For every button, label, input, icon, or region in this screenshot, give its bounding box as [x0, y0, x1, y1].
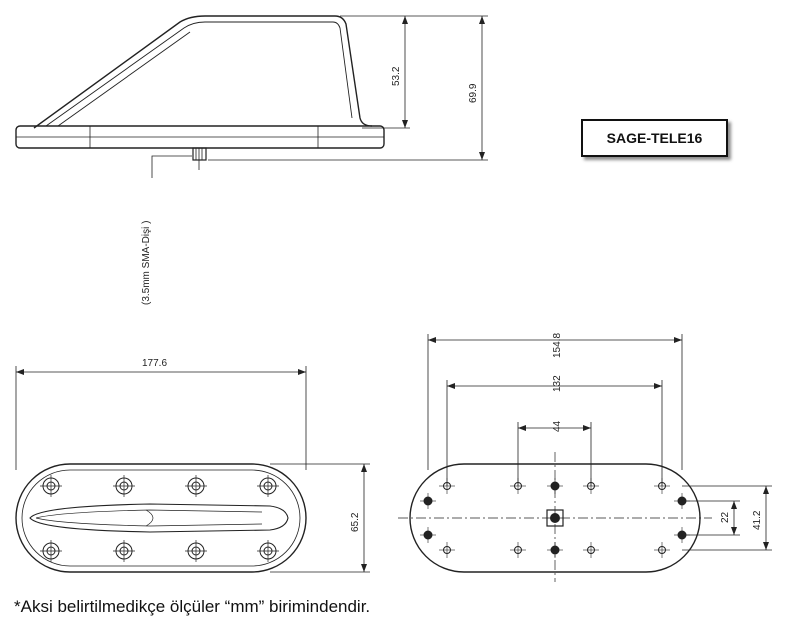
dim-holes-outer: 132: [552, 375, 563, 392]
dim-top-height: 53.2: [391, 66, 402, 86]
model-label: SAGE-TELE16: [581, 119, 728, 157]
dim-total-height: 69.9: [468, 83, 479, 103]
dim-length: 177.6: [142, 358, 167, 369]
mounting-hole: [654, 478, 670, 494]
mounting-hole: [547, 542, 563, 558]
dim-vertical-outer: 41.2: [752, 510, 763, 530]
mounting-hole: [583, 542, 599, 558]
mounting-hole: [654, 542, 670, 558]
mounting-hole: [583, 478, 599, 494]
footnote: *Aksi belirtilmedikçe ölçüler “mm” birim…: [14, 597, 371, 616]
mounting-hole: [510, 542, 526, 558]
mounting-hole: [420, 493, 436, 509]
side-view: (3.5mm SMA-Dişi ) 53.2 69.9: [15, 15, 488, 305]
bottom-view: 154.8 132 44 41.2: [398, 333, 772, 582]
mounting-hole: [510, 478, 526, 494]
mounting-screw: [40, 475, 62, 497]
mounting-hole: [439, 542, 455, 558]
mounting-screw: [257, 540, 279, 562]
dim-center: 44: [552, 420, 563, 432]
mounting-screw: [113, 475, 135, 497]
mounting-screw: [257, 475, 279, 497]
connector-label: (3.5mm SMA-Dişi ): [141, 221, 152, 305]
mounting-screw: [185, 475, 207, 497]
mounting-screw: [113, 540, 135, 562]
mounting-screw: [40, 540, 62, 562]
dim-vertical-inner: 22: [720, 511, 731, 523]
dim-width: 65.2: [350, 512, 361, 532]
top-view: 177.6 65.2: [15, 358, 370, 573]
mounting-hole: [547, 478, 563, 494]
mounting-hole: [420, 527, 436, 543]
dim-overall: 154.8: [552, 333, 563, 358]
mounting-hole: [439, 478, 455, 494]
mounting-screw: [185, 540, 207, 562]
